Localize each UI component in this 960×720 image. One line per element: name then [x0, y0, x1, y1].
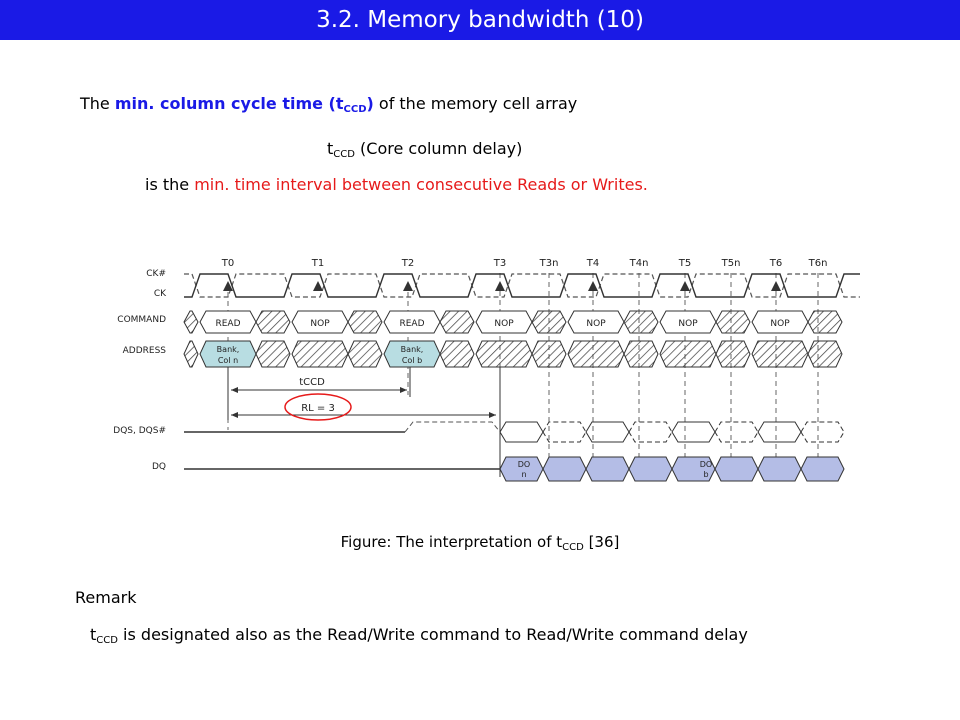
interval-emphasis: min. time interval between consecutive R… — [194, 175, 648, 194]
command-label: NOP — [586, 319, 606, 329]
clock-label-t0: T0 — [221, 258, 234, 269]
clock-edge-arrow — [771, 281, 781, 291]
command-hatch — [439, 310, 475, 334]
clock-label-t6n: T6n — [808, 258, 828, 269]
dq-cell — [585, 456, 630, 482]
clock-label-t6: T6 — [769, 258, 782, 269]
tccd-term-line: tCCD (Core column delay) — [327, 139, 523, 160]
address-label: Bank, — [217, 345, 240, 354]
definition-prefix: The — [80, 94, 115, 113]
ck-hash-wave — [184, 273, 860, 298]
address-hatch — [659, 340, 717, 368]
timing-diagram: T0 T1 T2 T3 T3n T4 T4n T5 T5n T6 T6n CK# CK COMMAND A… — [113, 258, 860, 482]
address-label: Bank, — [401, 345, 424, 354]
diagram-body: READ NOP READ NOP NOP NOP NOP Bank, Col n Bank, Co… — [183, 273, 860, 482]
rl-label: RL = 3 — [301, 403, 335, 414]
signal-label: CK — [154, 289, 167, 299]
clock-edge-arrow — [313, 281, 323, 291]
remark-text: tCCD is designated also as the Read/Writ… — [90, 625, 748, 646]
command-hatch — [531, 310, 567, 334]
address-hatch — [751, 340, 809, 368]
ck-wave — [184, 273, 860, 298]
dq-cell — [628, 456, 673, 482]
signal-labels: CK# CK COMMAND ADDRESS DQS, DQS# DQ — [113, 269, 167, 472]
command-label: NOP — [494, 319, 514, 329]
address-label: Col n — [218, 356, 238, 365]
address-label: Col b — [402, 356, 422, 365]
command-hatch — [715, 310, 751, 334]
title-bar — [0, 0, 960, 40]
address-hatch — [623, 340, 659, 368]
dq-label: DO — [700, 460, 712, 469]
clock-label-t3: T3 — [493, 258, 506, 269]
definition-emphasis: min. column cycle time (tCCD) — [114, 94, 374, 115]
dqs-cell — [671, 421, 716, 443]
tccd-label: tCCD — [299, 377, 325, 388]
command-hatch — [255, 310, 291, 334]
signal-label: ADDRESS — [123, 346, 167, 356]
command-label: NOP — [770, 319, 790, 329]
address-hatch — [347, 340, 383, 368]
remark-heading: Remark — [75, 588, 137, 607]
clock-label-t3n: T3n — [539, 258, 559, 269]
clock-edge-arrow — [680, 281, 690, 291]
rl-highlight-circle — [284, 393, 352, 421]
dqs-cell — [542, 421, 587, 443]
clock-edge-arrow — [495, 281, 505, 291]
address-hatch — [439, 340, 475, 368]
dq-cell — [714, 456, 759, 482]
dq-cell — [542, 456, 587, 482]
command-label: READ — [399, 319, 424, 329]
dqs-cell — [757, 421, 802, 443]
address-hatch — [567, 340, 625, 368]
command-hatch — [183, 310, 199, 334]
clock-label-t2: T2 — [401, 258, 414, 269]
command-label: NOP — [310, 319, 330, 329]
address-hatch — [255, 340, 291, 368]
command-hatch — [347, 310, 383, 334]
definition-suffix: of the memory cell array — [373, 94, 578, 113]
dq-cell — [800, 456, 845, 482]
interval-line: is the min. time interval between consec… — [145, 175, 648, 194]
dq-label: n — [521, 470, 526, 479]
dqs-cell — [628, 421, 673, 443]
signal-label: DQS, DQS# — [113, 426, 166, 436]
clock-label-t5: T5 — [678, 258, 691, 269]
clock-label-t1: T1 — [311, 258, 324, 269]
command-label: READ — [215, 319, 240, 329]
clock-edge-arrow — [403, 281, 413, 291]
dq-cell — [757, 456, 802, 482]
clock-label-t4n: T4n — [629, 258, 649, 269]
address-hatch — [475, 340, 533, 368]
clock-labels: T0 T1 T2 T3 T3n T4 T4n T5 T5n T6 T6n — [221, 258, 828, 269]
clock-label-t5n: T5n — [721, 258, 741, 269]
address-hatch — [183, 340, 199, 368]
dqs-cell — [585, 421, 630, 443]
dq-label: DO — [518, 460, 530, 469]
definition-line: The min. column cycle time (tCCD) of the… — [80, 94, 577, 115]
command-hatch — [623, 310, 659, 334]
clock-edge-arrow — [223, 281, 233, 291]
dq-label: b — [703, 470, 708, 479]
figure-caption: Figure: The interpretation of tCCD [36] — [340, 533, 620, 553]
dqs-cell — [800, 421, 845, 443]
command-label: NOP — [678, 319, 698, 329]
address-hatch — [807, 340, 843, 368]
address-hatch — [715, 340, 751, 368]
address-hatch — [291, 340, 349, 368]
address-hatch — [531, 340, 567, 368]
command-hatch — [807, 310, 843, 334]
dqs-cell — [499, 421, 544, 443]
slide-title: 3.2. Memory bandwidth (10) — [316, 7, 644, 33]
signal-label: COMMAND — [117, 315, 166, 325]
clock-label-t4: T4 — [586, 258, 599, 269]
dqs-cell — [714, 421, 759, 443]
signal-label: DQ — [152, 462, 166, 472]
dqs-preamble — [404, 421, 501, 433]
signal-label: CK# — [146, 269, 166, 279]
clock-edge-arrow — [588, 281, 598, 291]
